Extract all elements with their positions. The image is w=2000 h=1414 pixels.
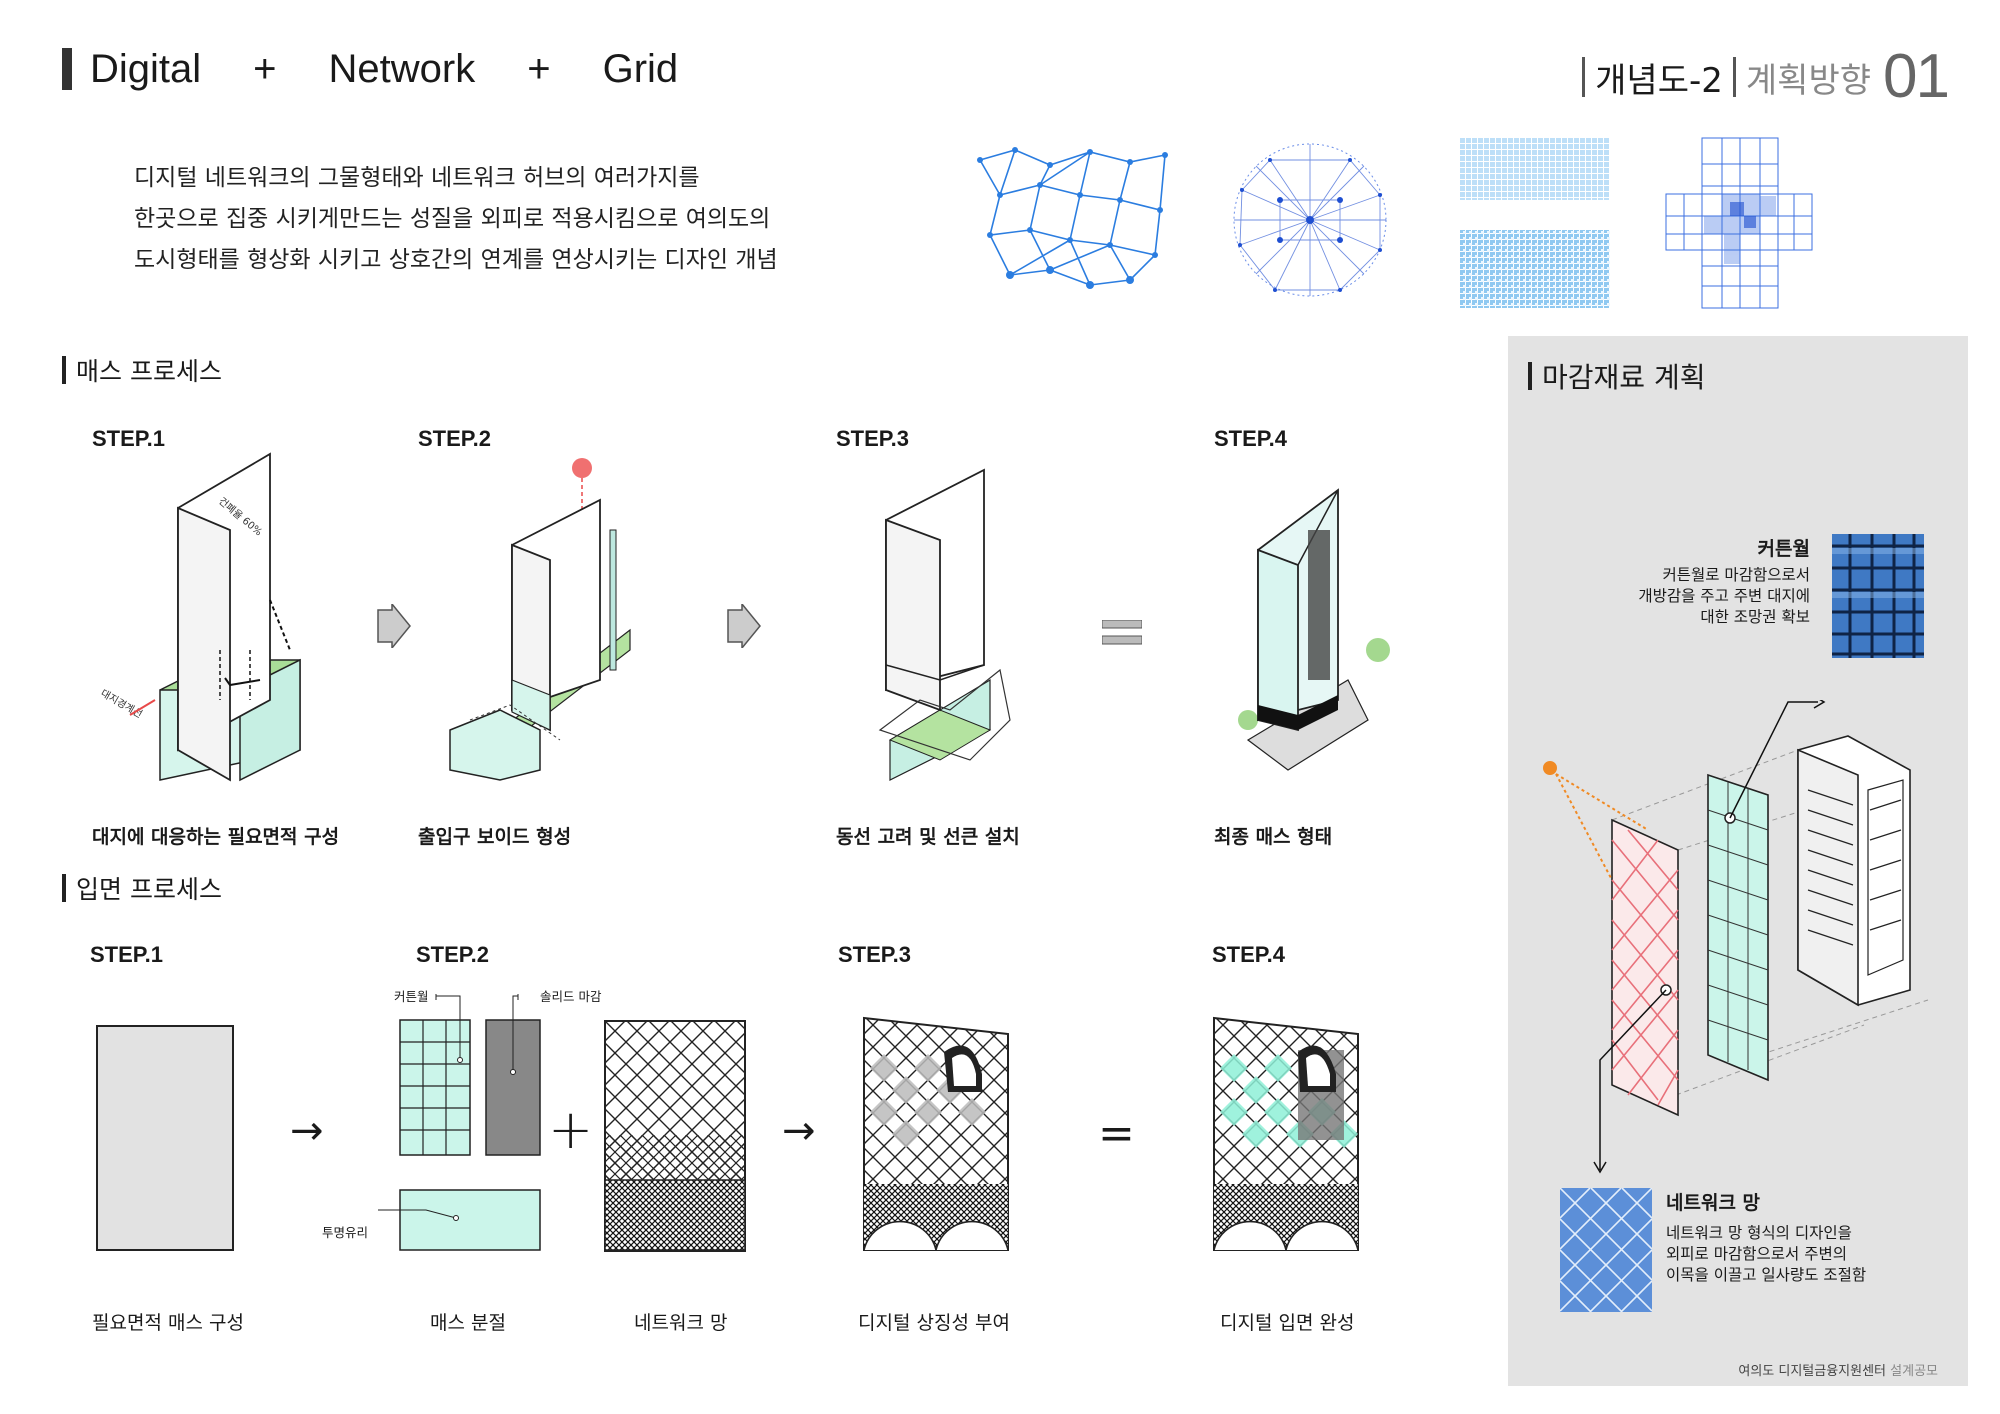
- mass-step-arrow-1: [377, 604, 411, 648]
- curtain-wall-note: 커튼월 커튼월로 마감함으로서 개방감을 주고 주변 대지에 대한 조망권 확보: [1600, 534, 1810, 628]
- curtain-wall-line: 커튼월로 마감함으로서: [1662, 566, 1810, 584]
- mass-step-1-caption: 대지에 대응하는 필요면적 구성: [92, 826, 340, 848]
- title-word-grid: Grid: [602, 46, 679, 91]
- network-mesh-title: 네트워크 망: [1666, 1192, 1761, 1214]
- mass-step-2-label: STEP.2: [418, 426, 491, 451]
- mass-step-2-caption: 출입구 보이드 형성: [418, 826, 572, 848]
- heading-bar: [62, 874, 66, 902]
- facade-process-heading: 입면 프로세스: [62, 870, 222, 906]
- facade-arrow-1: →: [290, 1108, 324, 1154]
- callout-curtain-wall: 커튼월: [394, 989, 429, 1004]
- title-plus-1: +: [253, 46, 277, 91]
- header-section-label: 개념도-2 계획방향 01: [1572, 42, 1950, 111]
- curtain-wall-title: 커튼월: [1757, 538, 1810, 560]
- facade-step-3-label: STEP.3: [838, 942, 911, 967]
- curtain-wall-sample-image: [1832, 534, 1924, 658]
- facade-plus: +: [548, 1098, 594, 1161]
- title-word-digital: Digital: [90, 46, 202, 91]
- mass-step-3-caption: 동선 고려 및 선큰 설치: [836, 826, 1020, 848]
- facade-step-3-caption: 디지털 상징성 부여: [858, 1312, 1010, 1334]
- facade-step-4-diagram: [1213, 1016, 1359, 1251]
- facade-step-2-caption: 매스 분절: [430, 1312, 506, 1334]
- header-divider: [1582, 57, 1586, 97]
- mass-process-title: 매스 프로세스: [76, 357, 222, 386]
- facade-step-4-label: STEP.4: [1212, 942, 1285, 967]
- facade-arrow-2: →: [782, 1108, 816, 1154]
- facade-step-2-diagram: [378, 994, 541, 1251]
- mass-step-arrow-2: [727, 604, 761, 648]
- header-label-direction: 계획방향: [1745, 60, 1872, 101]
- intro-line: 한곳으로 집중 시키게만드는 성질을 외피로 적용시킴으로 여의도의: [134, 206, 771, 232]
- intro-line: 디지털 네트워크의 그물형태와 네트워크 허브의 여러가지를: [134, 165, 700, 191]
- callout-clear-glass: 투명유리: [322, 1225, 369, 1240]
- title-word-network: Network: [328, 46, 476, 91]
- digital-pixel-image: [1460, 138, 1610, 308]
- network-mesh-line: 이목을 이끌고 일사량도 조절함: [1666, 1266, 1867, 1284]
- header-page-number: 01: [1883, 42, 1950, 111]
- network-people-image: [977, 147, 1168, 289]
- finishing-plan-heading: 마감재료 계획: [1528, 356, 1705, 396]
- curtain-wall-line: 대한 조망권 확보: [1700, 608, 1810, 626]
- facade-step-3-diagram: [863, 1016, 1009, 1251]
- footer-project: 여의도 디지털금융지원센터: [1738, 1364, 1887, 1379]
- facade-step-2-label: STEP.2: [416, 942, 489, 967]
- facade-process-title: 입면 프로세스: [76, 875, 222, 904]
- facade-step-4-caption: 디지털 입면 완성: [1220, 1312, 1355, 1334]
- header-label-concept: 개념도-2: [1595, 60, 1723, 101]
- mass-step-1-label: STEP.1: [92, 426, 165, 451]
- mass-step-2-diagram: [449, 458, 631, 781]
- mass-process-heading: 매스 프로세스: [62, 352, 222, 388]
- finishing-plan-title: 마감재료 계획: [1542, 361, 1706, 394]
- network-mesh-line: 네트워크 망 형식의 디자인을: [1666, 1224, 1852, 1242]
- finishing-exploded-diagram: [1543, 700, 1929, 1174]
- network-sphere-image: [1233, 143, 1387, 297]
- facade-step-1-label: STEP.1: [90, 942, 163, 967]
- mass-step-3-diagram: [878, 468, 1011, 781]
- grid-cross-image: [1665, 137, 1813, 309]
- network-mesh-note: 네트워크 망 네트워크 망 형식의 디자인을 외피로 마감함으로서 주변의 이목…: [1666, 1188, 1916, 1286]
- heading-bar: [1528, 362, 1532, 390]
- boundary-note: 대지경계선: [100, 686, 145, 720]
- mass-step-1-diagram: 건폐율 60% 대지경계선: [100, 452, 301, 782]
- header-divider: [1732, 57, 1736, 97]
- facade-step-1-mass: [96, 1025, 234, 1251]
- mass-equals-icon: [1102, 620, 1142, 645]
- curtain-wall-line: 개방감을 주고 주변 대지에: [1638, 587, 1810, 605]
- footer-credit: 여의도 디지털금융지원센터 설계공모: [1738, 1360, 1938, 1379]
- mass-step-3-label: STEP.3: [836, 426, 909, 451]
- intro-line: 도시형태를 형상화 시키고 상호간의 연계를 연상시키는 디자인 개념: [134, 247, 778, 273]
- facade-step-1-caption: 필요면적 매스 구성: [92, 1312, 244, 1334]
- callout-solid-finish: 솔리드 마감: [540, 989, 602, 1004]
- title-plus-2: +: [527, 46, 551, 91]
- network-mesh-line: 외피로 마감함으로서 주변의: [1666, 1245, 1847, 1263]
- facade-network-mesh: [604, 1020, 746, 1252]
- footer-type: 설계공모: [1890, 1364, 1938, 1379]
- title-bar: [62, 48, 72, 90]
- mass-step-4-diagram: [1238, 488, 1390, 771]
- intro-text: 디지털 네트워크의 그물형태와 네트워크 허브의 여러가지를 한곳으로 집중 시…: [134, 158, 778, 281]
- page-title: Digital + Network + Grid: [62, 44, 678, 94]
- facade-network-caption: 네트워크 망: [634, 1312, 728, 1334]
- network-mesh-sample-image: [1560, 1188, 1652, 1312]
- mass-step-4-label: STEP.4: [1214, 426, 1287, 451]
- heading-bar: [62, 356, 66, 384]
- mass-step-4-caption: 최종 매스 형태: [1214, 826, 1333, 848]
- facade-equals: =: [1098, 1108, 1135, 1159]
